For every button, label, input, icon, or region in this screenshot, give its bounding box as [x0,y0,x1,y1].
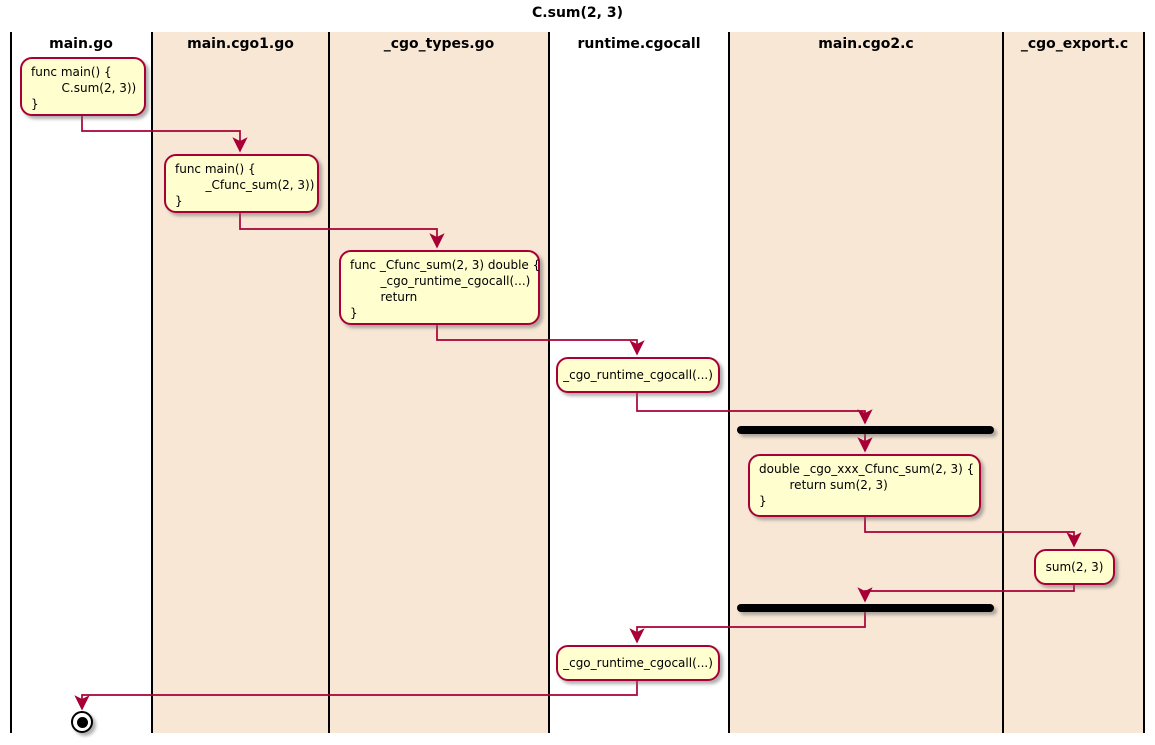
lane-divider [548,32,550,733]
sync-bar-enter-c [737,426,994,434]
swimlane-bg-main-cgo1-go [153,32,328,733]
lane-divider [1002,32,1004,733]
activity-runtime-cgocall-2: _cgo_runtime_cgocall(...) [556,645,720,681]
lane-divider [728,32,730,733]
activity-main-cgo1-go: func main() { _Cfunc_sum(2, 3)) } [164,154,319,213]
activity-cgo-export-c-sum: sum(2, 3) [1034,549,1115,585]
sync-bar-return [737,604,994,612]
end-node-dot [76,716,88,728]
activity-cgo-types-go: func _Cfunc_sum(2, 3) double { _cgo_runt… [339,250,540,325]
swimlane-bg-main-cgo2-c [730,32,1002,733]
swimlane-label-main-cgo1-go: main.cgo1.go [187,36,294,52]
activity-main-cgo2-c: double _cgo_xxx_Cfunc_sum(2, 3) { return… [748,454,981,517]
lane-divider [151,32,153,733]
diagram-title: C.sum(2, 3) [532,5,623,21]
swimlane-bg-cgo-types-go [330,32,548,733]
activity-runtime-cgocall-1: _cgo_runtime_cgocall(...) [556,357,720,393]
swimlane-label-cgo-export-c: _cgo_export.c [1020,36,1129,52]
lane-divider [328,32,330,733]
swimlane-label-main-cgo2-c: main.cgo2.c [818,36,914,52]
swimlane-label-runtime-cgocall: runtime.cgocall [577,36,701,52]
activity-main-go: func main() { C.sum(2, 3)) } [20,57,146,116]
swimlane-label-main-go: main.go [49,36,113,52]
swimlane-bg-cgo-export-c [1004,32,1145,733]
swimlane-label-cgo-types-go: _cgo_types.go [383,36,495,52]
end-node [71,711,93,733]
swimlane-bg-main-go [11,32,151,733]
lane-divider [10,32,12,733]
lane-divider [1143,32,1145,733]
